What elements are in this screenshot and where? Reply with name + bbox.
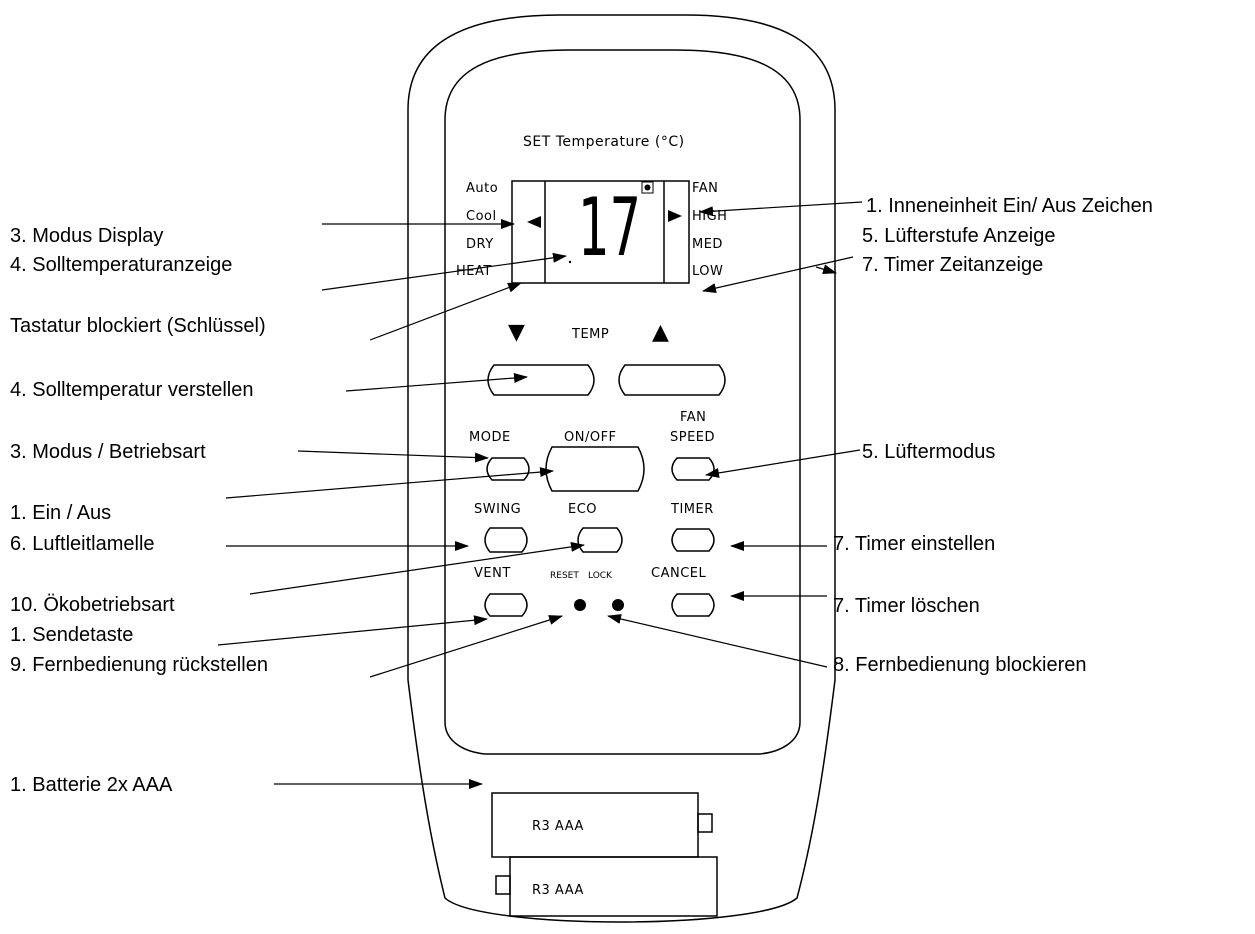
swing-button-label: SWING: [474, 502, 522, 517]
mode-cool: Cool: [466, 209, 497, 224]
fan-speed-button[interactable]: [671, 457, 715, 481]
mode-dry: DRY: [466, 237, 494, 252]
vent-button-label: VENT: [474, 566, 511, 581]
temp-up-arrow-icon: ▲: [652, 320, 669, 345]
timer-button[interactable]: [671, 528, 715, 552]
battery-1-terminal: [697, 813, 713, 833]
temp-label: TEMP: [572, 327, 610, 342]
eco-button[interactable]: [577, 527, 623, 553]
mode-button-label: MODE: [469, 430, 511, 445]
leader-solltemperaturanzeige: [321, 252, 567, 291]
annotation-fernbedienung-rueckstellen: 9. Fernbedienung rückstellen: [10, 654, 268, 676]
annotation-tastatur-blockiert: Tastatur blockiert (Schlüssel): [10, 315, 266, 337]
annotation-fernbedienung-blockieren: 8. Fernbedienung blockieren: [833, 654, 1087, 676]
temp-down-button[interactable]: [487, 364, 595, 396]
set-temperature-value: 17: [578, 181, 642, 274]
vent-button[interactable]: [484, 593, 528, 617]
leader-lueftermodus: [705, 449, 861, 478]
mode-pointer-icon: [527, 216, 541, 228]
battery-1: [491, 792, 699, 858]
lock-button[interactable]: [612, 599, 624, 611]
battery-2-terminal: [495, 875, 511, 895]
remote-outer-body: [407, 14, 836, 923]
leader-fernbedienung-rueckstellen: [369, 615, 563, 678]
annotation-timer-einstellen: 7. Timer einstellen: [833, 533, 996, 555]
fan-speed-label-line1: FAN: [680, 410, 707, 425]
onoff-button-label: ON/OFF: [564, 430, 617, 445]
leader-sendetaste: [217, 615, 488, 646]
fan-speed-label-line2: SPEED: [670, 430, 716, 445]
reset-button[interactable]: [574, 599, 586, 611]
annotation-ein-aus: 1. Ein / Aus: [10, 502, 112, 524]
on-off-status-dot: [644, 184, 651, 191]
right-leader-lines: [607, 201, 863, 668]
leader-fernbedienung-blockieren: [607, 614, 828, 668]
onoff-button[interactable]: [545, 446, 645, 492]
remote-inner-face: [444, 49, 801, 755]
cancel-button-label: CANCEL: [651, 566, 707, 581]
leader-timer-zeitanzeige: [702, 256, 854, 294]
annotation-batterie: 1. Batterie 2x AAA: [10, 774, 173, 796]
battery-1-label: R3 AAA: [532, 819, 584, 834]
annotation-luftleitlamelle: 6. Luftleitlamelle: [10, 533, 155, 555]
annotation-luefterstufe-anzeige: 5. Lüfterstufe Anzeige: [862, 225, 1056, 247]
fan-level-high: HIGH: [692, 209, 728, 224]
fan-level-med: MED: [692, 237, 723, 252]
annotation-modus-betriebsart: 3. Modus / Betriebsart: [10, 441, 206, 463]
annotation-sendetaste: 1. Sendetaste: [10, 624, 134, 646]
leader-solltemperatur-verstellen: [345, 373, 528, 392]
annotation-inneneinheit: 1. Inneneinheit Ein/ Aus Zeichen: [866, 195, 1153, 217]
annotation-solltemperaturanzeige: 4. Solltemperaturanzeige: [10, 254, 233, 276]
keypad-lock-dot: [568, 260, 572, 264]
leader-oekobetriebsart: [249, 541, 585, 595]
fan-pointer-icon: [668, 210, 682, 222]
mode-heat: HEAT: [456, 264, 492, 279]
eco-button-label: ECO: [568, 502, 598, 517]
mode-button[interactable]: [486, 457, 530, 481]
annotation-timer-zeitanzeige: 7. Timer Zeitanzeige: [862, 254, 1044, 276]
on-off-status-icon: [641, 181, 654, 194]
lock-button-label: LOCK: [588, 571, 612, 581]
swing-button[interactable]: [484, 527, 528, 553]
leader-ein-aus: [225, 467, 554, 499]
annotation-modus-display: 3. Modus Display: [10, 225, 164, 247]
fan-level-low: LOW: [692, 264, 724, 279]
annotation-solltemperatur-verstellen: 4. Solltemperatur verstellen: [10, 379, 254, 401]
leader-luefterstufe-anzeige: [815, 264, 837, 275]
cancel-button[interactable]: [671, 593, 715, 617]
timer-button-label: TIMER: [671, 502, 714, 517]
annotation-lueftermodus: 5. Lüftermodus: [862, 441, 996, 463]
annotation-oekobetriebsart: 10. Ökobetriebsart: [10, 594, 175, 616]
leader-inneneinheit: [699, 201, 863, 217]
leader-modus-betriebsart: [297, 450, 489, 463]
display-header: SET Temperature (°C): [523, 134, 685, 150]
temp-up-button[interactable]: [618, 364, 726, 396]
lcd-display-frame: [511, 180, 690, 284]
left-leader-lines: [217, 219, 585, 789]
mode-auto: Auto: [466, 181, 499, 196]
battery-2-label: R3 AAA: [532, 883, 584, 898]
temp-down-arrow-icon: ▼: [508, 320, 525, 345]
leader-tastatur-blockiert: [369, 282, 522, 341]
fan-level-fan: FAN: [692, 181, 719, 196]
annotation-timer-loeschen: 7. Timer löschen: [833, 595, 980, 617]
reset-button-label: RESET: [550, 571, 579, 581]
